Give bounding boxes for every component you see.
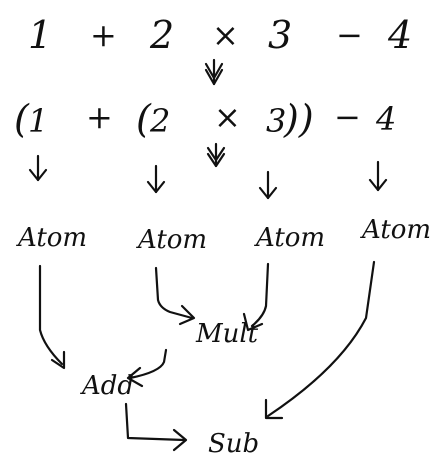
token-1: 1 [28,13,52,57]
grouped-token-minus: − [334,98,361,136]
edge-add-to-sub [124,402,188,452]
edge-atom1-to-add [38,264,66,370]
atom-node-4: Atom [360,215,431,245]
grouped-token-plus: + [86,98,113,136]
edge-atom3-to-mult [242,262,270,332]
double-down-arrow-icon [204,58,224,86]
token-2: 2 [149,13,174,57]
token-4: 4 [387,13,412,57]
token-times: × [212,16,239,54]
token-minus: − [336,16,363,54]
arrow-down-icon [368,160,388,192]
sub-node: Sub [208,429,259,459]
double-down-arrow-icon [206,142,226,168]
arrow-down-icon [146,164,166,194]
add-node: Add [80,371,134,401]
arrow-down-icon [28,154,48,182]
grouped-expression-row: ( 1 + ( 2 × 3 )) − 4 [14,97,396,141]
paren-close-double: )) [283,97,314,141]
grouped-token-4: 4 [375,100,396,138]
paren-open-outer: ( [14,97,30,141]
mult-node: Mult [195,319,259,349]
grouped-token-3: 3 [266,102,286,140]
atom-node-2: Atom [136,225,207,255]
grouped-token-1: 1 [28,102,48,140]
grouped-token-2: 2 [149,102,170,140]
edge-atom2-to-mult [154,266,196,326]
edge-mult-to-add [126,348,168,388]
edge-atom4-to-sub [264,260,376,420]
token-plus: + [90,16,117,54]
grouped-token-times: × [214,98,241,136]
paren-open-inner: ( [136,97,152,141]
token-3: 3 [268,13,292,57]
atom-node-3: Atom [254,223,325,253]
arrow-down-icon [258,170,278,200]
expression-row: 1 + 2 × 3 − 4 [28,13,412,57]
atom-node-1: Atom [16,223,87,253]
